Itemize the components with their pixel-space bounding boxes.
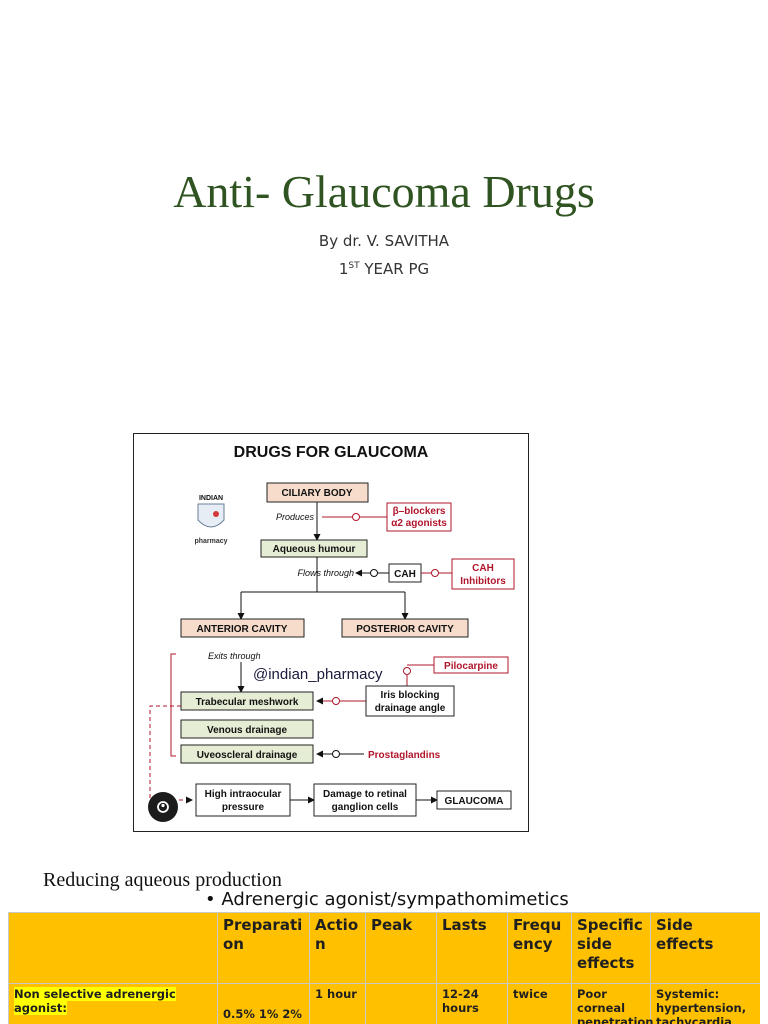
cell-spacer xyxy=(223,987,304,1007)
table-cell-peak xyxy=(365,983,437,1024)
slide-author: By dr. V. SAVITHA xyxy=(318,232,450,250)
beta-inhibit-symbol xyxy=(352,513,360,521)
section-heading: Reducing aqueous production xyxy=(43,869,282,891)
iris-blocking-box xyxy=(365,685,455,717)
alpha2-agonists-label: α2 agonists xyxy=(391,518,447,529)
watermark-text: @indian_pharmacy xyxy=(253,666,383,683)
year-superscript: ST xyxy=(348,261,360,271)
venous-drainage-label: Venous drainage xyxy=(207,725,287,736)
table-cell-preparation: 0.5% 1% 2% xyxy=(217,983,310,1024)
table-cell-side-effects: Systemic: hypertension, tachycardia xyxy=(650,983,760,1024)
trabecular-meshwork-label: Trabecular meshwork xyxy=(196,697,299,708)
preparation-value: 0.5% 1% 2% xyxy=(223,1007,302,1021)
table-cell-lasts: 12-24 hours xyxy=(436,983,508,1024)
table-row: Non selective adrenergic agonist: 0.5% 1… xyxy=(8,983,760,1024)
posterior-cavity-label: POSTERIOR CAVITY xyxy=(356,624,454,635)
exits-through-label: Exits through xyxy=(208,651,261,661)
logo-text-top: INDIAN xyxy=(199,495,223,502)
diagram-heading: DRUGS FOR GLAUCOMA xyxy=(234,444,429,461)
shield-icon xyxy=(197,503,225,528)
drug-name-highlight: Non selective adrenergic agonist: xyxy=(14,987,176,1015)
bullet-text: Adrenergic agonist/sympathomimetics xyxy=(221,889,569,910)
iris-blocking-label-2: drainage angle xyxy=(375,703,446,714)
header-cell: Preparati on xyxy=(217,912,310,984)
year-suffix: YEAR PG xyxy=(359,260,430,278)
logo-text-bottom: pharmacy xyxy=(194,538,227,545)
anterior-cavity-box xyxy=(180,618,305,638)
feedback-dashed-line xyxy=(149,705,193,804)
glaucoma-diagram: DRUGS FOR GLAUCOMA INDIAN pharmacy CILIA… xyxy=(133,433,529,832)
pilocarpine-box xyxy=(433,656,509,674)
table-cell-frequency: twice xyxy=(507,983,572,1024)
year-number: 1 xyxy=(338,260,349,278)
beta-blockers-box xyxy=(386,502,452,532)
header-cell: Specific side effects xyxy=(571,912,651,984)
iris-inhibit-symbol xyxy=(332,697,340,705)
slide-year: 1ST YEAR PG xyxy=(0,260,768,278)
aqueous-humour-box xyxy=(260,539,368,558)
header-cell: Side effects xyxy=(650,912,760,984)
cah-inhibitors-label-1: CAH xyxy=(472,563,494,574)
ciliary-body-label: CILIARY BODY xyxy=(281,488,352,499)
trabecular-meshwork-box xyxy=(180,691,314,711)
header-cell: Frequ ency xyxy=(507,912,572,984)
drug-table-container: Preparati on Actio n Peak Lasts Frequ en… xyxy=(8,912,760,1024)
table-cell-specific: Poor corneal penetration xyxy=(571,983,653,1024)
logo-dot xyxy=(213,511,219,517)
cah-inhibit-symbol xyxy=(431,569,439,577)
damage-label-2: ganglion cells xyxy=(332,802,399,813)
table-cell-action: 1 hour xyxy=(309,983,366,1024)
uveoscleral-drainage-label: Uveoscleral drainage xyxy=(197,750,298,761)
drainage-bracket xyxy=(170,653,176,757)
glaucoma-box xyxy=(436,790,512,810)
pilocarpine-inhibit-symbol xyxy=(403,667,411,675)
glaucoma-label: GLAUCOMA xyxy=(445,796,504,807)
damage-label-1: Damage to retinal xyxy=(323,789,407,800)
aqueous-humour-label: Aqueous humour xyxy=(273,544,356,555)
table-cell-drug: Non selective adrenergic agonist: xyxy=(8,983,218,1024)
pilocarpine-label: Pilocarpine xyxy=(444,661,498,672)
indian-pharmacy-logo: INDIAN pharmacy xyxy=(194,495,227,545)
header-cell: Actio n xyxy=(309,912,366,984)
damage-box xyxy=(313,783,417,817)
venous-drainage-box xyxy=(180,719,314,739)
cah-stimulate-symbol xyxy=(370,569,378,577)
header-cell: Lasts xyxy=(436,912,508,984)
high-iop-box xyxy=(195,783,291,817)
drug-table: Preparati on Actio n Peak Lasts Frequ en… xyxy=(8,912,760,1024)
posterior-cavity-box xyxy=(341,618,469,638)
flows-through-label: Flows through xyxy=(297,568,354,578)
high-iop-label-2: pressure xyxy=(222,802,265,813)
iris-blocking-label-1: Iris blocking xyxy=(381,690,440,701)
bullet-item: • Adrenergic agonist/sympathomimetics xyxy=(205,889,569,910)
header-cell: Peak xyxy=(365,912,437,984)
high-iop-label-1: High intraocular xyxy=(205,789,282,800)
user-avatar-icon[interactable] xyxy=(148,792,178,822)
uveoscleral-drainage-box xyxy=(180,744,314,764)
header-cell xyxy=(8,912,218,984)
cah-label: CAH xyxy=(394,569,416,580)
prostaglandins-label: Prostaglandins xyxy=(368,750,441,761)
slide-title: Anti- Glaucoma Drugs xyxy=(173,166,595,217)
produces-label: Produces xyxy=(276,512,315,522)
beta-blockers-label: β–blockers xyxy=(393,506,446,517)
table-header-row: Preparati on Actio n Peak Lasts Frequ en… xyxy=(8,912,760,984)
anterior-cavity-label: ANTERIOR CAVITY xyxy=(197,624,288,635)
cah-inhibitors-label-2: Inhibitors xyxy=(460,576,506,587)
prostaglandin-stimulate-symbol xyxy=(332,750,340,758)
cah-inhibitors-box xyxy=(451,558,515,590)
